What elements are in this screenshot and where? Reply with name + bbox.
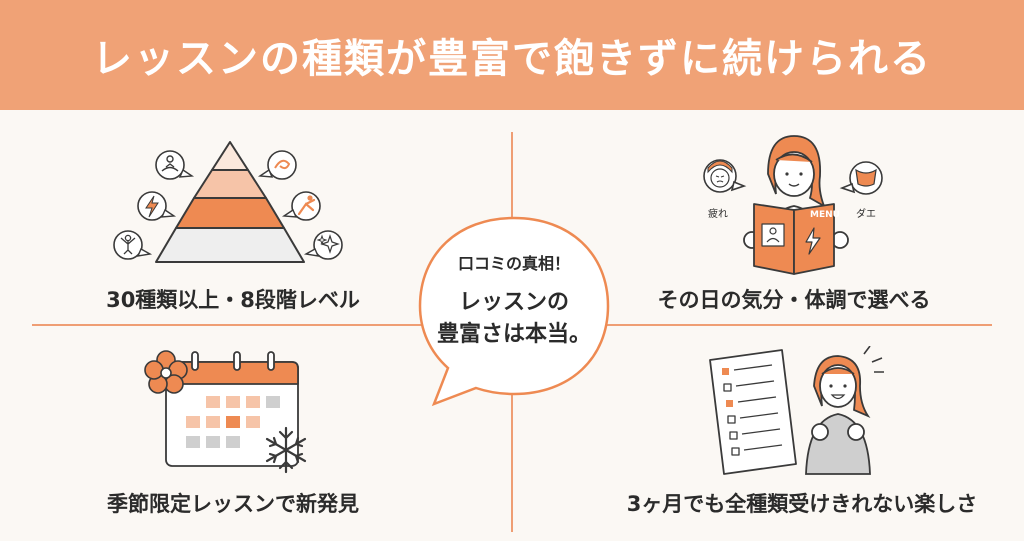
bubble-line-1: レッスンの [458,290,569,315]
pyramid-icon [155,141,305,263]
caption-top-left: 30種類以上・8段階レベル [106,288,360,312]
tired-face-icon [703,159,747,193]
snowflake-icon [265,426,307,474]
sparkle-icon [303,230,343,260]
lightning-icon [137,191,177,221]
checklist-illustration [709,346,884,475]
header-banner: レッスンの種類が豊富で飽きずに続けられる [0,0,1024,110]
bubble-subtitle: 口コミの真相！ [457,254,570,273]
calendar-grid [186,396,280,448]
caption-top-right: その日の気分・体調で選べる [657,288,931,312]
caption-bottom-right: 3ヶ月でも全種類受けきれない楽しさ [626,492,978,516]
body-icon [839,161,883,195]
menu-book-icon [753,203,835,275]
tag-diet: ダエ [856,209,876,220]
sakura-icon [144,350,188,394]
pyramid-illustration [113,141,343,263]
yoga-meditation-icon [155,150,195,180]
tag-tired: 疲れ [708,209,728,220]
stretch-icon [281,191,321,221]
center-speech-bubble: 口コミの真相！ レッスンの 豊富さは本当。 [404,208,624,418]
page-title: レッスンの種類が豊富で飽きずに続けられる [92,36,932,82]
yoga-pose-icon [113,230,153,260]
caption-bottom-left: 季節限定レッスンで新発見 [107,492,359,516]
swirl-icon [257,150,297,180]
excited-woman-icon [805,346,884,475]
checklist-icon [709,349,797,475]
bubble-line-2: 豊富さは本当。 [436,322,591,347]
speech-bubble-shape [418,216,610,407]
calendar-illustration [144,350,307,474]
menu-label: MENU [810,210,840,220]
woman-reading-illustration [703,135,883,275]
